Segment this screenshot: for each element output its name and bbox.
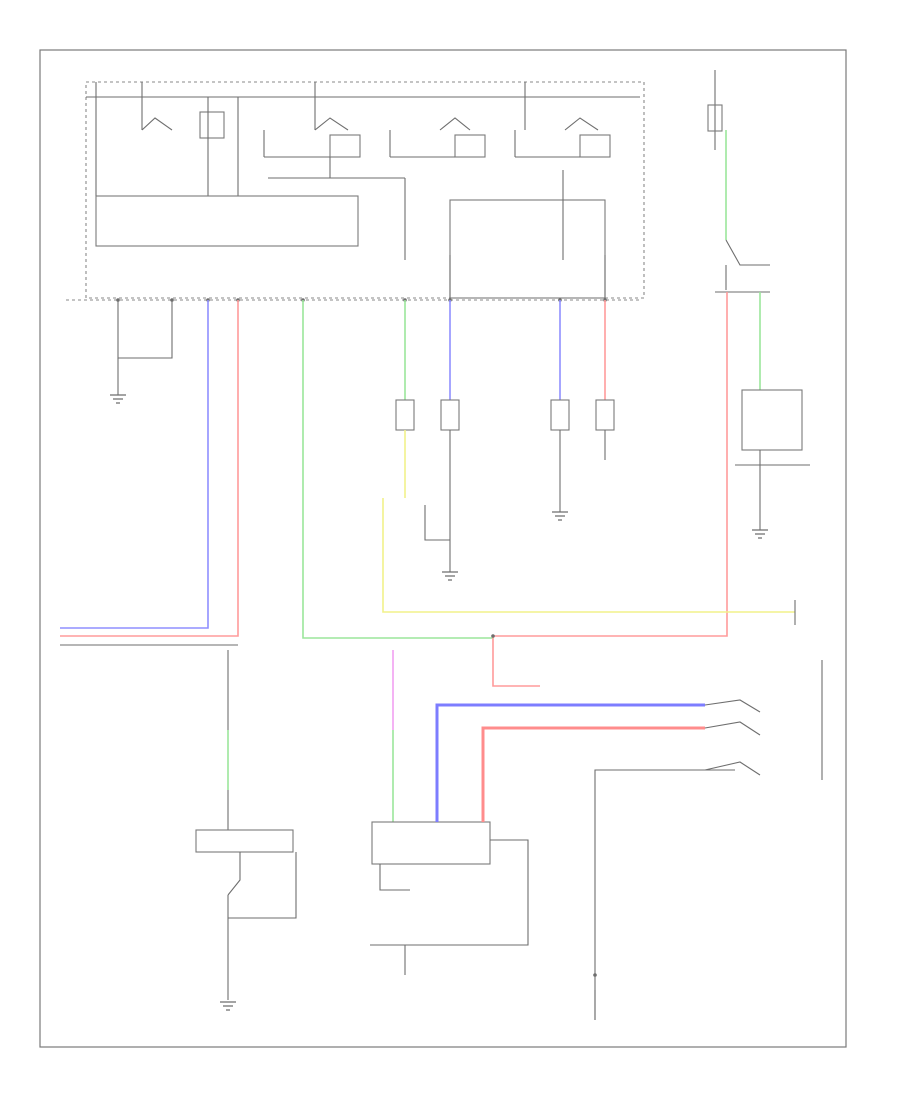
blue-wire-left xyxy=(60,300,209,629)
relay-switch-3 xyxy=(439,117,471,131)
control-module-box xyxy=(95,195,359,247)
lower-center-section xyxy=(370,650,705,975)
center-junction-red xyxy=(492,636,540,687)
thick-red-wire xyxy=(481,726,705,822)
relay-switch-1 xyxy=(141,117,173,131)
lower-right-switch-2 xyxy=(704,721,761,736)
lamp-relay-box xyxy=(449,199,606,299)
ground-link-center xyxy=(424,505,450,541)
lower-left-switch-box xyxy=(195,829,294,853)
right-fuse xyxy=(707,104,723,132)
relay-switch-2 xyxy=(314,117,349,131)
lower-center-ground xyxy=(379,864,410,891)
lower-right-switch-3 xyxy=(704,761,761,776)
thick-blue-wire xyxy=(435,703,705,822)
right-switch xyxy=(725,239,770,266)
relay-coil-2 xyxy=(329,134,361,158)
right-lamp-box xyxy=(741,389,803,451)
ground-icon-center-1 xyxy=(442,571,458,581)
relay-coil-1 xyxy=(199,111,225,139)
lower-center-module xyxy=(371,821,491,865)
lower-right-dot xyxy=(593,973,597,977)
left-lamp-1 xyxy=(395,399,415,431)
lower-center-return xyxy=(370,839,529,946)
ground-icon-center-2 xyxy=(552,511,568,521)
lower-right-switch-1 xyxy=(704,699,761,713)
junction-box-outline xyxy=(85,81,645,299)
green-wire-center xyxy=(302,300,493,639)
left-ground-icon xyxy=(110,394,126,404)
right-ground-icon xyxy=(752,529,768,539)
left-lamp-2 xyxy=(440,399,460,431)
yellow-wire xyxy=(382,498,795,613)
lower-right-feed xyxy=(594,769,735,1020)
right-lamp-2 xyxy=(595,399,615,431)
lower-left-ground-icon xyxy=(220,1001,236,1011)
red-wire-left xyxy=(60,300,239,637)
switch-contacts xyxy=(141,97,611,196)
lower-left-out xyxy=(227,852,241,896)
relay-switch-4 xyxy=(564,117,599,131)
connector-terminals xyxy=(116,298,607,302)
red-wire-right xyxy=(493,620,728,637)
left-module-ground xyxy=(117,300,173,359)
center-junction-dot xyxy=(491,634,495,638)
right-switch-section xyxy=(707,70,810,620)
lower-left-side xyxy=(228,852,297,919)
lower-right-section xyxy=(593,660,823,1020)
right-lamp-1 xyxy=(550,399,570,431)
relay-coil-3 xyxy=(454,134,486,158)
lower-left-section xyxy=(195,650,297,1011)
fuse-relay-section xyxy=(66,81,645,302)
center-lamps xyxy=(395,300,615,581)
relay-coil-4 xyxy=(579,134,611,158)
diagram-frame xyxy=(39,49,847,1048)
